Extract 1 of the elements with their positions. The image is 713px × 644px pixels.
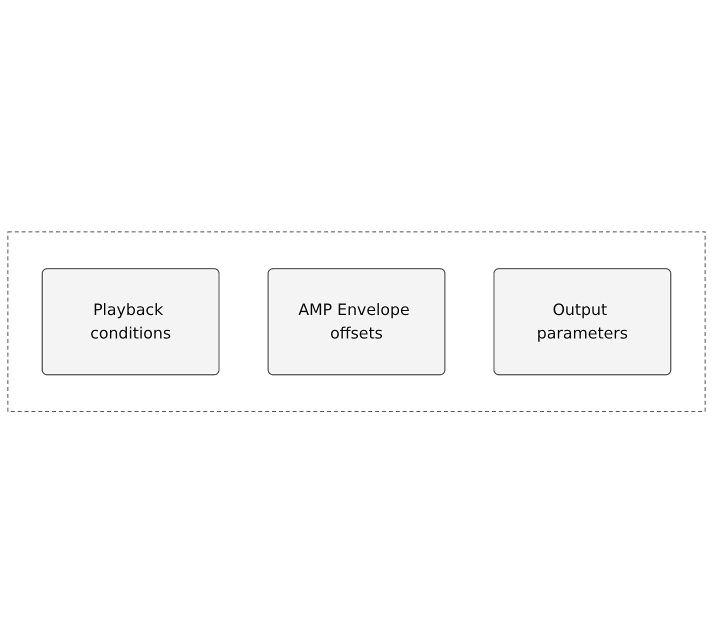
cluster: [7, 232, 706, 412]
